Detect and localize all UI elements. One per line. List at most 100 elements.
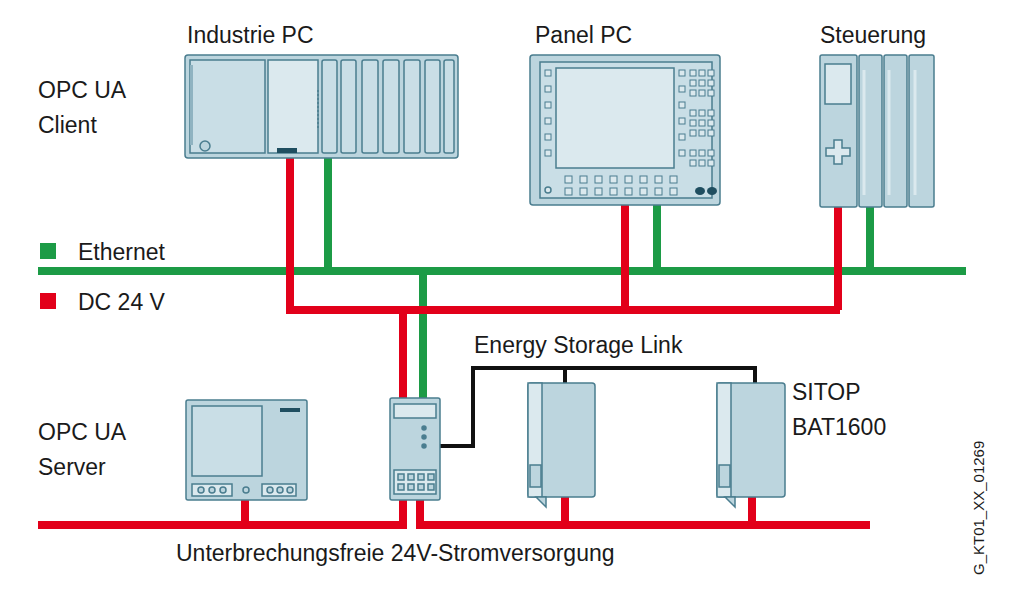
panel-pc-figure-part-part xyxy=(708,150,714,156)
panel-pc-figure-part-part xyxy=(690,120,696,126)
industrial-pc-figure-part xyxy=(341,60,356,153)
panel-pc-figure-part-part xyxy=(679,150,685,156)
battery-module-figure-part xyxy=(528,383,542,497)
panel-pc-figure-part-part xyxy=(690,110,696,116)
panel-pc-figure-part-part xyxy=(699,110,705,116)
dc-24v-wire-part xyxy=(621,205,629,310)
controller-figure-part xyxy=(888,70,891,195)
panel-pc-node: Panel PC xyxy=(530,18,722,207)
ups-module-figure-part xyxy=(398,474,404,480)
panel-pc-figure-part-part xyxy=(690,80,696,86)
panel-pc-figure-part-part xyxy=(545,102,551,108)
panel-pc-figure-part-part xyxy=(595,176,602,183)
dc-24v-wire-part xyxy=(241,499,249,525)
panel-pc-figure xyxy=(530,55,720,205)
device-heading: Steuerung xyxy=(820,18,926,53)
battery-module-figure-part xyxy=(530,465,541,487)
energy-storage-link-wire xyxy=(440,368,755,446)
device-heading: SITOP BAT1600 xyxy=(792,375,910,444)
panel-pc-figure-part-part xyxy=(699,150,705,156)
industrial-pc-figure-part xyxy=(190,65,193,145)
dc-24v-wire-part xyxy=(399,499,407,525)
dc-24v-wire-part xyxy=(290,158,840,310)
ups-module-figure-part xyxy=(422,426,426,430)
panel-pc-figure-part-part xyxy=(625,176,632,183)
panel-pc-figure-part-part xyxy=(545,150,551,156)
panel-pc-figure-part-part xyxy=(610,176,617,183)
panel-pc-figure-part-part xyxy=(690,130,696,136)
dc-24v-wire-part xyxy=(561,496,569,525)
battery-module-node: SITOP BAT1600 xyxy=(717,375,922,499)
role-label: OPC UA Server xyxy=(38,415,178,484)
industrial-pc-figure-part xyxy=(317,90,319,130)
controller-figure-part xyxy=(825,64,851,104)
industrial-pc-figure-part xyxy=(185,55,458,158)
panel-pc-figure-part-part xyxy=(545,70,551,76)
ups-module-figure-part xyxy=(422,444,426,448)
panel-pc-figure-part-part xyxy=(545,86,551,92)
power-supply-figure-part xyxy=(287,487,293,493)
energy-storage-link-wire-part xyxy=(440,368,755,446)
panel-pc-figure-part-part xyxy=(679,86,685,92)
controller-figure-part xyxy=(820,55,857,207)
panel-pc-figure-part xyxy=(707,187,717,195)
ups-module-figure-part xyxy=(398,484,404,490)
industrial-pc-figure-part xyxy=(362,60,378,153)
battery-module-figure-part xyxy=(717,383,731,497)
panel-pc-figure-part xyxy=(695,187,705,195)
panel-pc-figure-part-part xyxy=(580,188,587,195)
dc-24v-wire xyxy=(38,158,870,529)
panel-pc-figure-part-part xyxy=(699,160,705,166)
panel-pc-figure-part-part xyxy=(699,80,705,86)
power-supply-figure-part xyxy=(243,487,249,493)
energy-storage-link-wire-part xyxy=(563,368,567,384)
panel-pc-figure-part-part xyxy=(670,176,677,183)
ups-module-figure-part xyxy=(428,484,434,490)
ups-module-figure-part xyxy=(390,398,440,500)
ethernet-wire-part xyxy=(38,267,966,275)
battery-module-figure-part xyxy=(719,465,730,487)
device-heading: Industrie PC xyxy=(187,18,314,53)
panel-pc-figure-part-part xyxy=(690,70,696,76)
industrial-pc-figure-part xyxy=(268,60,318,153)
industrial-pc-figure-part xyxy=(404,60,420,153)
panel-pc-figure-part-part xyxy=(580,176,587,183)
ups-module-figure-part xyxy=(428,474,434,480)
ups-module-figure-part xyxy=(394,470,436,494)
power-supply-figure-part xyxy=(186,400,307,500)
panel-pc-figure-part-part xyxy=(655,188,662,195)
industrial-pc-figure xyxy=(185,55,458,158)
panel-pc-figure-part-part xyxy=(690,150,696,156)
panel-pc-figure-part-part xyxy=(679,102,685,108)
legend-text: DC 24 V xyxy=(78,285,165,320)
ethernet-wire-part xyxy=(866,207,874,271)
ups-module-figure-part xyxy=(418,484,424,490)
industrial-pc-figure-part xyxy=(425,60,440,153)
panel-pc-figure-part-part xyxy=(655,176,662,183)
power-supply-figure-part xyxy=(220,487,226,493)
ethernet-wire-part xyxy=(324,158,332,271)
panel-pc-figure-part-part xyxy=(670,188,677,195)
ups-module-figure xyxy=(390,398,440,500)
device-heading: Panel PC xyxy=(535,18,632,53)
panel-pc-figure-part-part xyxy=(640,188,647,195)
panel-pc-figure-part xyxy=(530,55,720,205)
controller-figure-part xyxy=(914,70,917,195)
panel-pc-figure-part-part xyxy=(565,188,572,195)
industrial-pc-figure-part xyxy=(322,60,337,153)
dc-24v-wire-part xyxy=(399,310,407,399)
panel-pc-figure-part xyxy=(545,187,551,193)
panel-pc-figure-part-part xyxy=(699,70,705,76)
dc-24v-wire-part xyxy=(834,207,842,310)
controller-figure-part xyxy=(826,140,850,164)
battery-module-figure xyxy=(528,383,785,507)
dc-24v-wire-part xyxy=(38,521,407,529)
dc-24v-wire-part xyxy=(748,496,756,525)
panel-pc-figure-part-part xyxy=(679,118,685,124)
dc-24v-wire-part xyxy=(416,521,870,529)
industrial-pc-figure-part xyxy=(277,148,297,153)
panel-pc-figure-part-part xyxy=(708,70,714,76)
panel-pc-figure-part-part xyxy=(699,130,705,136)
power-supply-figure-part xyxy=(192,484,232,496)
